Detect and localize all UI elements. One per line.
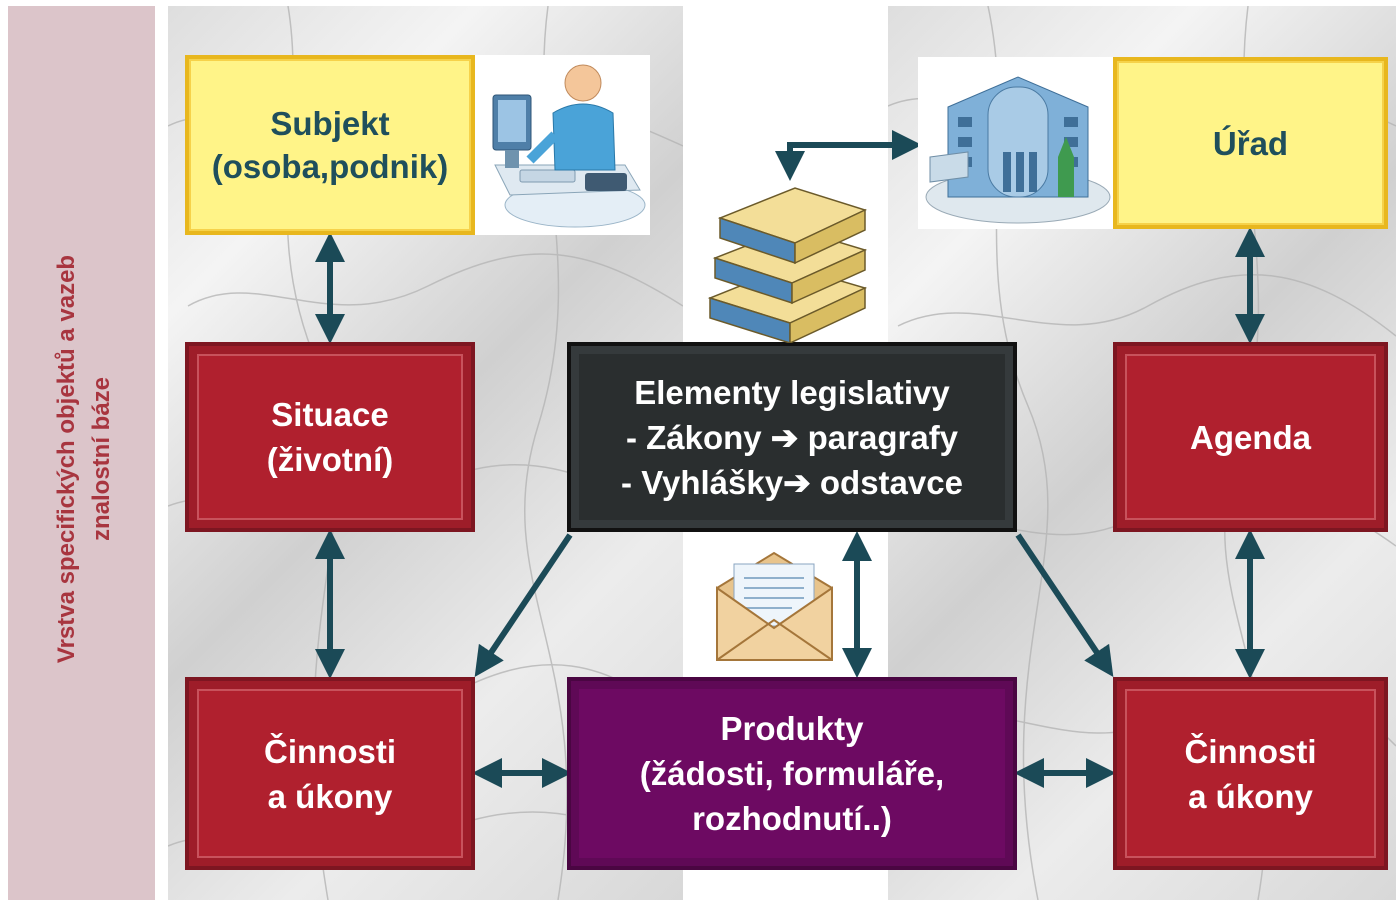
box-situace: Situace (životní): [185, 342, 475, 532]
envelope-letter-icon: [712, 548, 837, 663]
books-stack-icon: [700, 178, 875, 345]
box-cinnosti-right: Činnosti a úkony: [1113, 677, 1388, 870]
box-produkty: Produkty (žádosti, formuláře, rozhodnutí…: [567, 677, 1017, 870]
arrow-books-building: [775, 130, 922, 181]
person-at-computer-icon: [475, 55, 650, 235]
box-urad: Úřad: [1113, 57, 1388, 229]
arrow-legislativa-cinnosti-left: [474, 533, 573, 677]
box-subjekt: Subjekt (osoba,podnik): [185, 55, 475, 235]
arrow-legislativa-cinnosti-right: [1015, 533, 1114, 677]
box-agenda: Agenda: [1113, 342, 1388, 532]
box-cinnosti-left: Činnosti a úkony: [185, 677, 475, 870]
sidebar-panel: Vrstva specifických objektů a vazeb znal…: [8, 6, 155, 900]
box-legislativa: Elementy legislativy - Zákony ➔ paragraf…: [567, 342, 1017, 532]
office-building-icon: [918, 57, 1113, 229]
